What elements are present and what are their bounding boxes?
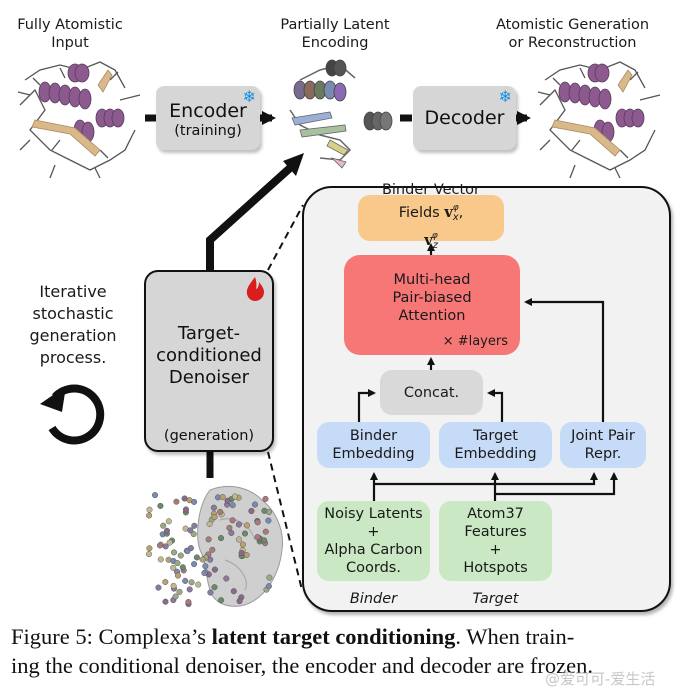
binder-vector-fields-line1: Binder Vector — [381, 182, 481, 198]
input-label: Fully Atomistic Input — [15, 16, 125, 52]
output-label-line2: or Reconstruction — [508, 35, 637, 51]
binder-column-label: Binder — [349, 591, 398, 607]
iterative-label-line4: process. — [39, 348, 107, 367]
separator: , — [458, 205, 464, 221]
attention-line1: Multi-head — [393, 272, 471, 288]
input-label-line2: Input — [51, 35, 89, 51]
decoder-box: ❄ Decoder — [413, 86, 516, 150]
attention-line2: Pair-biased — [392, 290, 472, 306]
target-embedding-line2: Embedding — [454, 446, 537, 462]
flame-icon — [246, 277, 264, 301]
target-embedding-line1: Target — [473, 428, 518, 444]
latent-label-line1: Partially Latent — [280, 17, 390, 33]
joint-pair-line1: Joint Pair — [571, 428, 635, 444]
encoder-box: ❄ Encoder (training) — [156, 86, 260, 150]
binder-embedding-line2: Embedding — [332, 446, 415, 462]
target-input-line2: Features — [464, 524, 527, 540]
binder-input-line1: Noisy Latents — [324, 506, 423, 522]
joint-pair-line2: Repr. — [584, 446, 622, 462]
binder-embedding-box: Binder Embedding — [317, 422, 430, 468]
concat-label: Concat. — [403, 384, 460, 401]
zoom-dashed-line-bottom — [267, 451, 303, 591]
fields-text: Fields — [398, 205, 440, 221]
caption-line1: Figure 5: Complexa’s latent target condi… — [11, 622, 593, 651]
figure-caption: Figure 5: Complexa’s latent target condi… — [11, 622, 593, 680]
denoiser-flame-icon — [244, 276, 266, 306]
superscript-phi-z: φ — [431, 231, 438, 241]
iterative-loop-icon — [48, 384, 105, 445]
superscript-phi-x: φ — [452, 203, 459, 213]
target-embedding-box: Target Embedding — [439, 422, 552, 468]
output-label-line1: Atomistic Generation — [495, 17, 650, 33]
iterative-process-label: Iterative stochastic generation process. — [18, 281, 128, 369]
denoiser-title-line2: conditioned — [156, 345, 262, 366]
target-input-line4: Hotspots — [463, 560, 528, 576]
joint-pair-repr-box: Joint Pair Repr. — [560, 422, 646, 468]
denoiser-title: Target- conditioned Denoiser — [156, 323, 262, 389]
caption-prefix: Figure 5: Complexa’s — [11, 624, 212, 649]
decoder-title: Decoder — [424, 107, 505, 129]
binder-embedding-line1: Binder — [349, 428, 398, 444]
attention-box: Multi-head Pair-biased Attention × #laye… — [344, 255, 520, 355]
target-input-line1: Atom37 — [467, 506, 524, 522]
latent-label-line2: Encoding — [301, 35, 369, 51]
attention-line3: Attention — [398, 308, 466, 324]
binder-vector-fields-line2: Fields vxφ, vzφ — [390, 199, 473, 255]
latent-label: Partially Latent Encoding — [270, 16, 400, 52]
denoiser-subtitle: (generation) — [163, 428, 255, 444]
target-input-line3: + — [489, 542, 502, 558]
layers-repeat-label: × #layers — [442, 334, 508, 349]
target-column-label: Target — [472, 591, 519, 607]
subscript-x: x — [452, 212, 459, 223]
binder-input-line2: + — [367, 524, 380, 540]
iterative-label-line3: generation — [29, 326, 117, 345]
zoom-dashed-line-top — [267, 204, 304, 271]
concat-box: Concat. — [380, 370, 483, 415]
vector-v-z: v — [424, 232, 433, 249]
iterative-label-line1: Iterative — [39, 282, 107, 301]
vector-v-x: v — [444, 204, 453, 221]
binder-input-line3: Alpha Carbon — [324, 542, 423, 558]
denoiser-title-line3: Denoiser — [168, 367, 250, 388]
encoder-title: Encoder — [169, 100, 247, 122]
caption-suffix: . When train- — [455, 624, 575, 649]
encoder-subtitle: (training) — [174, 123, 242, 139]
subscript-z: z — [432, 240, 438, 251]
caption-bold: latent target conditioning — [211, 624, 456, 649]
target-input-box: Atom37 Features + Hotspots — [439, 501, 552, 581]
output-label: Atomistic Generation or Reconstruction — [480, 16, 665, 52]
input-label-line1: Fully Atomistic — [17, 17, 123, 33]
denoiser-box: Target- conditioned Denoiser (generation… — [144, 270, 274, 452]
binder-input-box: Noisy Latents + Alpha Carbon Coords. — [317, 501, 430, 581]
iterative-loop-arrowhead — [40, 386, 66, 412]
binder-input-line4: Coords. — [346, 560, 401, 576]
caption-line2: ing the conditional denoiser, the encode… — [11, 653, 593, 678]
denoiser-to-latent-arrow — [206, 165, 293, 270]
watermark: @爱可可-爱生活 — [545, 670, 656, 688]
encoder-snowflake-icon: ❄ — [242, 87, 256, 106]
decoder-snowflake-icon: ❄ — [498, 87, 512, 106]
iterative-label-line2: stochastic — [32, 304, 114, 323]
denoiser-title-line1: Target- — [177, 323, 241, 344]
binder-vector-fields-box: Binder Vector Fields vxφ, vzφ — [358, 182, 504, 251]
